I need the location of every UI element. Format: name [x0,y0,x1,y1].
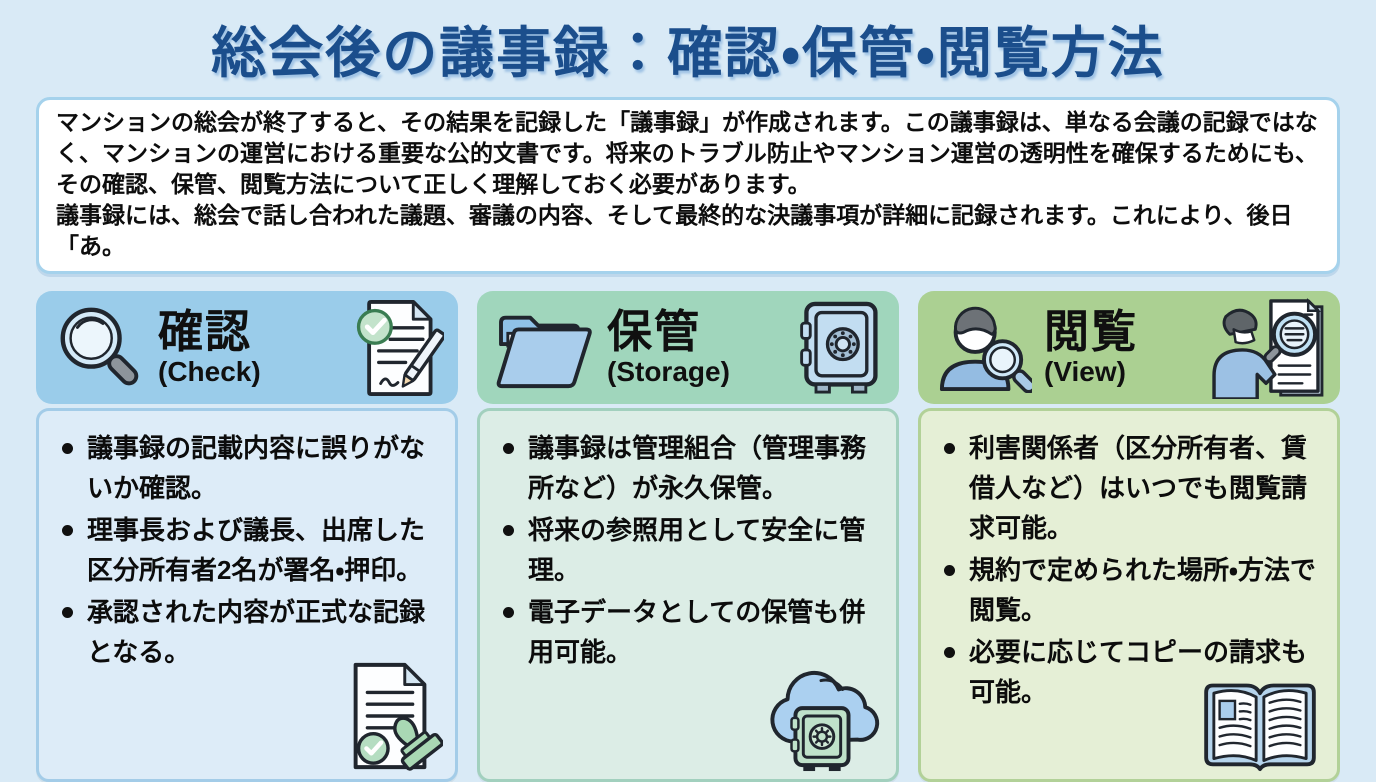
bullet-item: 議事録は管理組合（管理事務所など）が永久保管。 [492,428,882,508]
intro-paragraph-1: マンションの総会が終了すると、その結果を記録した「議事録」が作成されます。この議… [56,109,1319,197]
card-view: 閲覧 (View) [918,291,1340,782]
bullet-item: 必要に応じてコピーの請求も可能。 [933,632,1323,712]
card-storage-header: 保管 (Storage) [477,291,899,404]
bullet-item: 電子データとしての保管も併用可能。 [492,592,882,672]
person-viewing-document-icon [1208,297,1326,399]
card-title: 保管 [607,305,702,357]
card-storage: 保管 (Storage) [477,291,899,782]
card-subtitle: (View) [1044,355,1126,387]
card-view-header: 閲覧 (View) [918,291,1340,404]
document-stamp-icon [339,659,443,773]
open-book-icon [1195,673,1325,773]
person-magnifier-icon [934,303,1032,393]
cloud-safe-icon [758,657,884,773]
bullet-item: 利害関係者（区分所有者、賃借人など）はいつでも閲覧請求可能。 [933,428,1323,548]
card-subtitle: (Storage) [607,355,730,387]
card-storage-title-block: 保管 (Storage) [607,305,730,387]
card-title: 確認 [158,305,253,357]
bullet-item: 承認された内容が正式な記録となる。 [51,592,441,672]
card-storage-body: 議事録は管理組合（管理事務所など）が永久保管。 将来の参照用として安全に管理。 … [477,408,899,782]
folder-icon [493,305,595,391]
document-check-pen-icon [348,298,444,398]
card-subtitle: (Check) [158,355,261,387]
card-check-header: 確認 (Check) [36,291,458,404]
cards-row: 確認 (Check) [36,291,1340,782]
card-check: 確認 (Check) [36,291,458,782]
card-check-bullet-list: 議事録の記載内容に誤りがないか確認。 理事長および議長、出席した区分所有者2名が… [51,428,441,672]
intro-box: マンションの総会が終了すると、その結果を記録した「議事録」が作成されます。この議… [36,97,1340,274]
bullet-item: 規約で定められた場所・方法で閲覧。 [933,550,1323,630]
card-check-body: 議事録の記載内容に誤りがないか確認。 理事長および議長、出席した区分所有者2名が… [36,408,458,782]
card-view-title-block: 閲覧 (View) [1044,305,1139,387]
bullet-item: 議事録の記載内容に誤りがないか確認。 [51,428,441,508]
bullet-item: 理事長および議長、出席した区分所有者2名が署名・押印。 [51,510,441,590]
intro-paragraph-2: 議事録には、総会で話し合われた議題、審議の内容、そして最終的な決議事項が詳細に記… [56,202,1293,259]
magnifier-icon [52,302,146,394]
card-storage-bullet-list: 議事録は管理組合（管理事務所など）が永久保管。 将来の参照用として安全に管理。 … [492,428,882,672]
card-title: 閲覧 [1044,305,1139,357]
card-check-title-block: 確認 (Check) [158,305,261,387]
card-view-bullet-list: 利害関係者（区分所有者、賃借人など）はいつでも閲覧請求可能。 規約で定められた場… [933,428,1323,712]
card-view-body: 利害関係者（区分所有者、賃借人など）はいつでも閲覧請求可能。 規約で定められた場… [918,408,1340,782]
bullet-item: 将来の参照用として安全に管理。 [492,510,882,590]
safe-icon [793,299,885,397]
page-title: 総会後の議事録：確認・保管・閲覧方法 [211,22,1165,84]
